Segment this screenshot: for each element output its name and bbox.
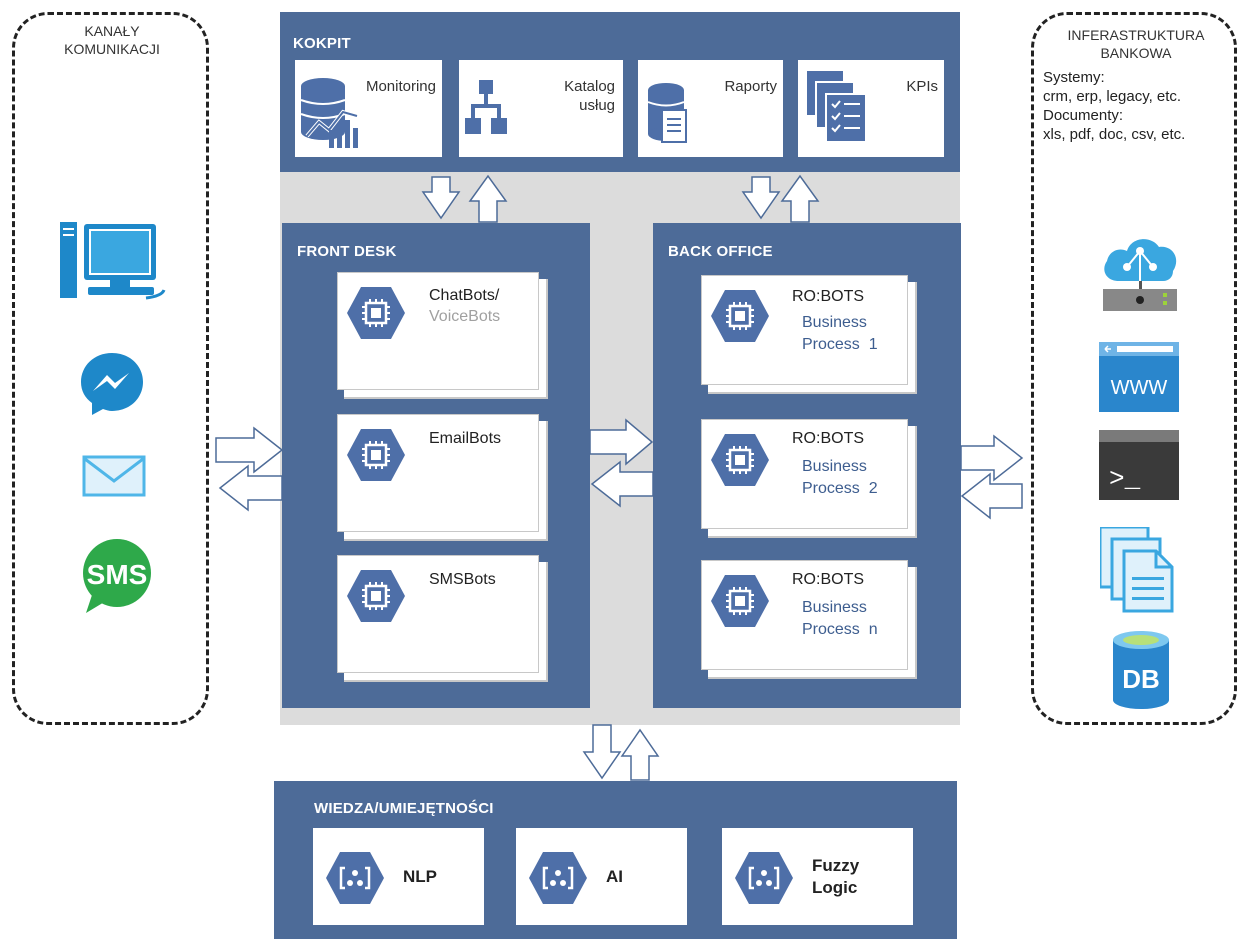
back-office-title: BACK OFFICE [668,243,773,260]
www-browser-icon: WWW [1099,342,1179,412]
process-label: Business Process 2 [802,458,878,497]
arrow-up [620,728,660,781]
terminal-prompt: >_ [1109,464,1141,494]
knowledge-label: AI [606,867,623,886]
emailbots-card[interactable]: EmailBots [337,414,539,532]
front-desk-title: FRONT DESK [297,243,397,260]
terminal-icon: >_ [1099,430,1179,500]
computer-icon [60,222,166,300]
database-icon: DB [1113,631,1169,709]
arrow-down [421,176,461,220]
arrow-left [960,472,1023,520]
process-label: Business Process n [802,599,878,638]
knowledge-label: Fuzzy Logic [812,856,860,897]
arrow-right [589,418,654,466]
infrastructure-box [1031,12,1237,725]
www-label: WWW [1111,377,1168,399]
cockpit-monitoring-card[interactable]: Monitoring [295,60,442,157]
cockpit-item-label: Monitoring [365,78,436,95]
db-label: DB [1122,664,1160,694]
knowledge-title: WIEDZA/UMIEJĘTNOŚCI [314,800,494,817]
arrow-right [215,426,284,474]
knowledge-ai-card[interactable]: AI [516,828,687,925]
cockpit-catalog-card[interactable]: Katalog usług [459,60,623,157]
cockpit-item-label: Raporty [724,78,777,95]
knowledge-fuzzy-card[interactable]: Fuzzy Logic [722,828,913,925]
arrow-up [780,174,820,223]
robots-card-2[interactable]: RO:BOTS Business Process 2 [701,419,908,529]
cockpit-item-label: KPIs [906,78,938,95]
channels-box [12,12,209,725]
channels-title: KANAŁY KOMUNIKACJI [64,23,160,57]
infrastructure-title: INFERASTRUKTURA BANKOWA [1067,27,1205,61]
bot-title: EmailBots [429,430,502,447]
bot-title: RO:BOTS [792,430,865,447]
report-database-icon [647,83,687,143]
robots-card-1[interactable]: RO:BOTS Business Process 1 [701,275,908,385]
cockpit-reports-card[interactable]: Raporty [638,60,783,157]
arrow-left [590,460,654,508]
sms-label: SMS [87,559,148,590]
arrow-up [468,174,508,223]
arrow-down [741,176,781,220]
hierarchy-icon [465,80,507,134]
knowledge-nlp-card[interactable]: NLP [313,828,484,925]
email-icon[interactable] [82,455,146,497]
monitoring-icon [300,78,358,148]
bot-title: ChatBots/ [429,287,500,304]
bot-subtitle: VoiceBots [429,308,501,325]
cockpit-title: KOKPIT [293,35,351,52]
chatbots-card[interactable]: ChatBots/ VoiceBots [337,272,539,390]
bot-title: SMSBots [429,571,496,588]
cloud-server-icon [1103,239,1177,311]
checklist-icon [806,70,867,143]
documents-icon [1100,527,1174,613]
bot-title: RO:BOTS [792,571,865,588]
cockpit-kpis-card[interactable]: KPIs [798,60,944,157]
smsbots-card[interactable]: SMSBots [337,555,539,673]
bot-title: RO:BOTS [792,288,865,305]
knowledge-label: NLP [403,867,437,886]
cockpit-item-label: Katalog usług [564,78,615,114]
process-label: Business Process 1 [802,314,878,353]
infrastructure-description: Systemy: crm, erp, legacy, etc. Document… [1043,69,1186,143]
arrow-right [960,434,1024,482]
messenger-icon[interactable] [79,351,145,417]
robots-card-n[interactable]: RO:BOTS Business Process n [701,560,908,670]
sms-icon[interactable]: SMS [80,537,154,615]
arrow-left [218,464,283,512]
arrow-down [582,724,622,780]
